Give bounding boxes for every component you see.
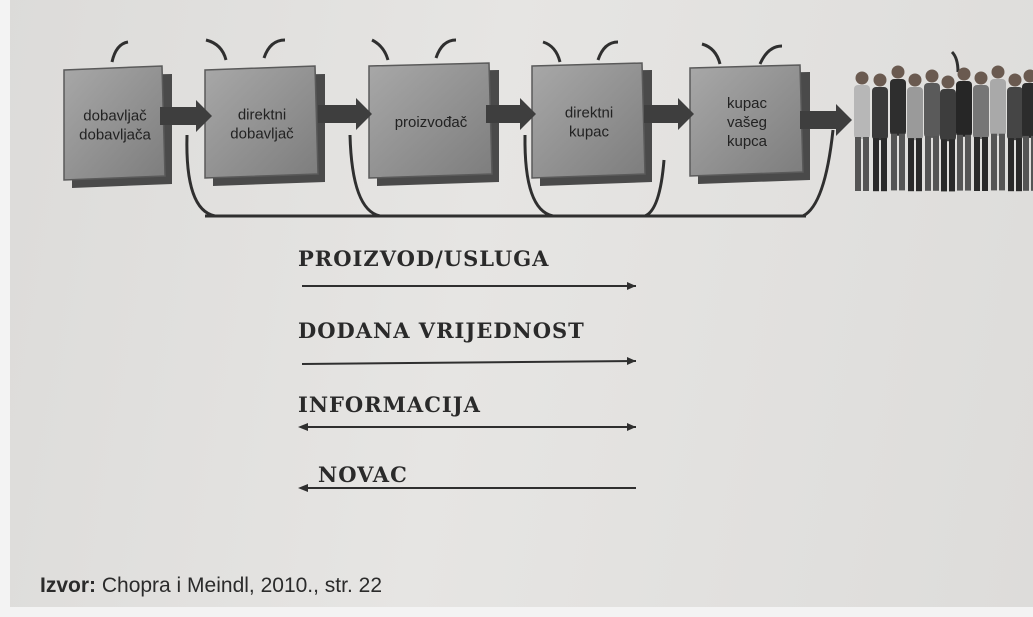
person-figure: [890, 65, 906, 191]
stage-box-5: kupac vašeg kupca: [689, 64, 810, 184]
stage-label-line: direktni: [565, 105, 613, 122]
source-citation: Izvor: Chopra i Meindl, 2010., str. 22: [40, 574, 382, 598]
loop-arc-3: [523, 134, 554, 218]
source-text: Chopra i Meindl, 2010., str. 22: [96, 574, 383, 597]
stage-box-4: direktni kupac: [531, 62, 652, 186]
person-figure: [1007, 73, 1023, 192]
flow-label: INFORMACIJA: [298, 392, 481, 417]
stage-box-face: [689, 64, 804, 177]
loop-arc-1: [185, 134, 216, 218]
stage-label-line: vašeg: [727, 114, 767, 131]
stage-label-line: kupac: [727, 95, 768, 112]
stage-label-line: kupca: [727, 133, 768, 150]
flow-label: NOVAC: [318, 462, 408, 487]
flow-legend: PROIZVOD/USLUGA DODANA VRIJEDNOST INFORMAC…: [298, 246, 637, 492]
connector-arrow-4: [644, 98, 694, 130]
stage-box-face: [368, 62, 493, 179]
top-arcs: [110, 38, 960, 73]
source-label: Izvor:: [40, 574, 97, 597]
connector-arrow-3: [486, 98, 536, 130]
person-figure: [907, 73, 923, 192]
person-figure: [872, 73, 888, 192]
stage-box-face: [531, 62, 646, 179]
stage-label-line: dobavljač: [230, 126, 294, 143]
person-figure: [973, 71, 989, 191]
flow-item-2: DODANA VRIJEDNOST: [298, 318, 637, 365]
flow-label: DODANA VRIJEDNOST: [298, 318, 585, 343]
flow-label: PROIZVOD/USLUGA: [298, 246, 549, 271]
connector-arrow-1: [160, 100, 212, 132]
stage-box-3: proizvođač: [368, 62, 499, 186]
feedback-loops: [185, 129, 835, 218]
stage-boxes: dobavljač dobavljača direktni dobavljač proi…: [63, 62, 810, 188]
arrowhead-right: [627, 423, 636, 431]
flow-item-4: NOVAC: [298, 462, 636, 492]
arrowhead-right: [627, 282, 636, 290]
stage-box-2: direktni dobavljač: [204, 65, 325, 186]
connector-arrow-2: [318, 98, 372, 130]
connector-arrow-5: [800, 104, 852, 136]
loop-arc-2: [348, 134, 381, 218]
arrowhead-right: [627, 357, 636, 365]
stage-label-line: dobavljača: [79, 127, 151, 144]
connector-arrows: [160, 98, 852, 136]
stage-label-line: dobavljač: [83, 108, 147, 125]
stage-box-face: [204, 65, 319, 179]
stage-box-1: dobavljač dobavljača: [63, 65, 172, 188]
photo-border-bottom: [0, 607, 1033, 617]
loop-arc-5: [802, 129, 835, 218]
person-figure: [854, 71, 870, 191]
person-figure: [924, 69, 940, 191]
stage-box-face: [63, 65, 166, 181]
arrowhead-left: [298, 484, 308, 492]
person-figure: [940, 75, 956, 192]
stage-label-line: direktni: [238, 107, 286, 124]
flow-item-3: INFORMACIJA: [298, 392, 636, 431]
person-figure: [956, 67, 972, 191]
flow-arrow-line: [301, 360, 637, 365]
person-figure: [1022, 69, 1033, 191]
arrowhead-left: [298, 423, 308, 431]
person-figure: [990, 65, 1006, 191]
stage-label-line: kupac: [569, 124, 610, 141]
flow-item-1: PROIZVOD/USLUGA: [298, 246, 636, 290]
customers-crowd-icon: [854, 65, 1033, 192]
photo-border-left: [0, 0, 10, 617]
stage-label-line: proizvođač: [395, 114, 468, 131]
